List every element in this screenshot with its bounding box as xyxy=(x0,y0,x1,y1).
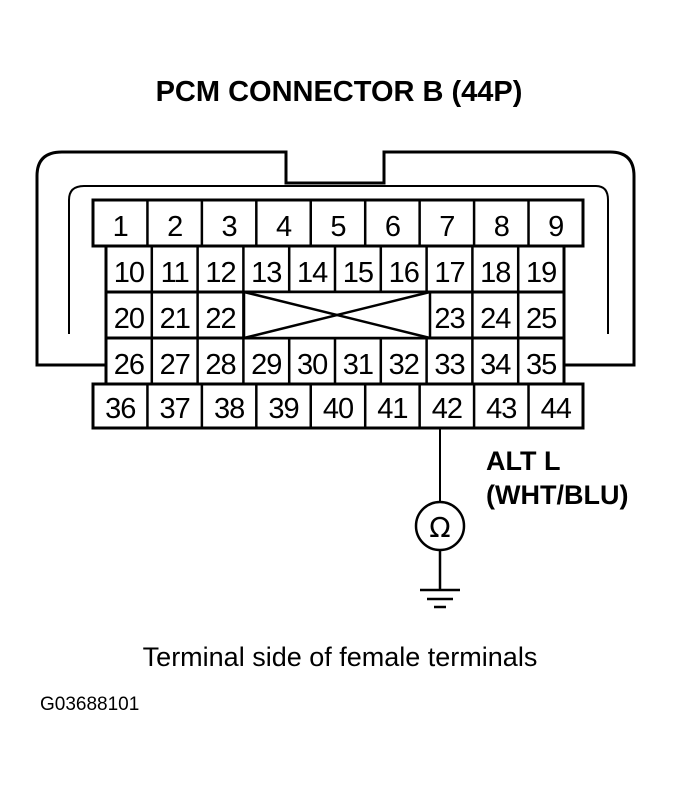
terminal-5: 5 xyxy=(330,211,345,243)
terminal-2: 2 xyxy=(167,211,182,243)
terminal-27: 27 xyxy=(160,349,190,381)
terminal-20: 20 xyxy=(114,303,144,335)
ohm-icon: Ω xyxy=(429,511,450,544)
empty-cavity-block xyxy=(242,290,432,340)
terminal-35: 35 xyxy=(526,349,556,381)
terminal-14: 14 xyxy=(297,257,328,289)
terminal-31: 31 xyxy=(343,349,373,381)
terminal-6: 6 xyxy=(385,211,400,243)
terminal-44: 44 xyxy=(541,393,572,425)
terminal-9: 9 xyxy=(548,211,563,243)
wire-name-label: ALT L xyxy=(486,446,560,476)
terminal-4: 4 xyxy=(276,211,292,243)
terminal-12: 12 xyxy=(205,257,235,289)
terminal-24: 24 xyxy=(480,303,511,335)
terminal-1: 1 xyxy=(113,211,128,243)
terminal-23: 23 xyxy=(434,303,464,335)
terminal-29: 29 xyxy=(251,349,281,381)
terminal-15: 15 xyxy=(343,257,373,289)
terminal-3: 3 xyxy=(222,211,237,243)
ohmmeter-symbol: Ω xyxy=(414,500,466,552)
terminal-17: 17 xyxy=(434,257,464,289)
terminal-40: 40 xyxy=(323,393,353,425)
ground-icon xyxy=(420,550,460,609)
terminal-39: 39 xyxy=(268,393,298,425)
terminal-38: 38 xyxy=(214,393,244,425)
terminal-16: 16 xyxy=(389,257,419,289)
terminal-11: 11 xyxy=(161,257,189,289)
terminal-42: 42 xyxy=(432,393,462,425)
terminal-30: 30 xyxy=(297,349,327,381)
terminal-41: 41 xyxy=(377,393,407,425)
terminal-37: 37 xyxy=(160,393,190,425)
terminal-43: 43 xyxy=(486,393,516,425)
terminal-13: 13 xyxy=(251,257,281,289)
terminal-26: 26 xyxy=(114,349,144,381)
terminal-34: 34 xyxy=(480,349,511,381)
terminal-28: 28 xyxy=(205,349,235,381)
terminal-8: 8 xyxy=(494,211,509,243)
diagram-caption: Terminal side of female terminals xyxy=(143,642,538,672)
terminal-36: 36 xyxy=(105,393,135,425)
terminal-19: 19 xyxy=(526,257,556,289)
diagram-title: PCM CONNECTOR B (44P) xyxy=(156,76,523,108)
terminal-21: 21 xyxy=(160,303,190,335)
terminal-32: 32 xyxy=(389,349,419,381)
terminal-33: 33 xyxy=(434,349,464,381)
terminal-22: 22 xyxy=(205,303,235,335)
terminal-25: 25 xyxy=(526,303,556,335)
figure-id: G03688101 xyxy=(40,694,139,715)
terminal-10: 10 xyxy=(114,257,144,289)
terminal-7: 7 xyxy=(439,211,454,243)
terminal-18: 18 xyxy=(480,257,510,289)
wire-color-label: (WHT/BLU) xyxy=(486,480,628,510)
